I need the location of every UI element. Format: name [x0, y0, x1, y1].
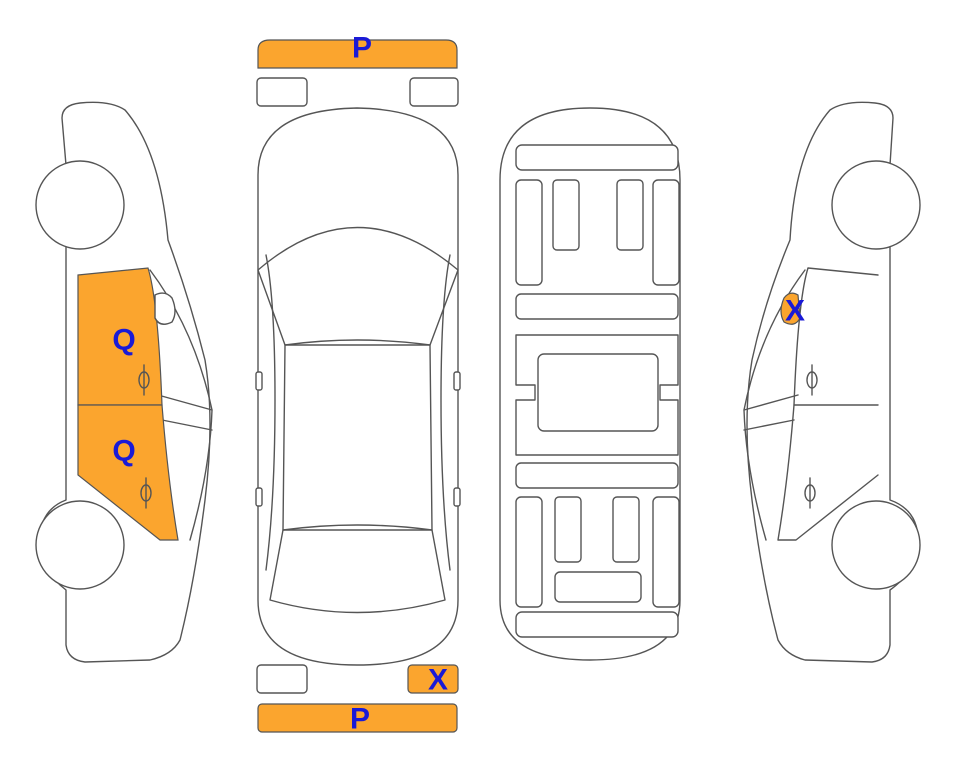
front-bumper-marker: P: [352, 32, 372, 65]
left-front-door-handle: [138, 364, 150, 396]
left-front-wheel: [35, 160, 125, 250]
top-view-left-side-line: [265, 254, 276, 571]
underbody-rear-left-inner: [554, 496, 582, 563]
right-side-belt-line: [743, 394, 799, 431]
underbody-front-right-inner: [616, 179, 644, 251]
underbody-outline: [499, 107, 681, 661]
left-side-view: Q Q: [35, 101, 213, 663]
rear-left-lamp: [256, 664, 308, 694]
underbody-front-right-rail: [652, 179, 680, 286]
top-view-roof: [282, 344, 433, 531]
underbody-front-left-rail: [515, 179, 543, 286]
left-rear-door-handle: [140, 477, 152, 509]
left-front-door-marker: Q: [112, 324, 135, 357]
right-mirror-panel: [780, 292, 801, 325]
right-side-rear-door: [777, 404, 879, 541]
underbody-mid-crossmember: [515, 293, 679, 320]
underbody-front-crossmember: [515, 144, 679, 171]
top-view-body-outline: [257, 107, 459, 666]
right-side-front-door: [793, 267, 879, 406]
underbody-view: [499, 107, 681, 661]
front-bumper-panel: [257, 39, 458, 69]
right-rear-wheel: [831, 500, 921, 590]
underbody-rear-crossmember-end: [515, 611, 679, 638]
left-rear-door-panel: [77, 404, 179, 541]
top-view-right-mirror: [453, 371, 461, 391]
front-right-lamp: [409, 77, 459, 107]
rear-bumper-panel: [257, 703, 458, 733]
underbody-rear-left-rail: [515, 496, 543, 608]
right-mirror-marker: X: [785, 295, 805, 328]
right-rear-door-handle: [804, 477, 816, 509]
top-view-windshield: [257, 226, 459, 346]
left-side-belt-line: [157, 394, 213, 431]
right-front-door-handle: [806, 364, 818, 396]
underbody-center-pan: [537, 353, 659, 432]
underbody-front-left-inner: [552, 179, 580, 251]
underbody-rear-right-inner: [612, 496, 640, 563]
rear-bumper-marker: P: [350, 703, 370, 736]
top-view-right-side-line: [440, 254, 451, 571]
top-view-right-rear-handle: [453, 487, 461, 507]
left-side-body-outline: [39, 101, 211, 663]
front-left-lamp: [256, 77, 308, 107]
left-mirror: [154, 292, 176, 325]
underbody-rear-right-rail: [652, 496, 680, 608]
top-view-rear-window: [269, 524, 446, 614]
underbody-rear-crossmember: [515, 462, 679, 489]
top-view-left-mirror: [255, 371, 263, 391]
top-view-left-rear-handle: [255, 487, 263, 507]
rear-right-lamp-marker: X: [428, 664, 448, 697]
rear-right-lamp-panel: [407, 664, 459, 694]
right-side-view: X: [743, 101, 921, 663]
underbody-floor-frame: [515, 334, 679, 456]
left-rear-wheel: [35, 500, 125, 590]
right-side-body-outline: [746, 101, 919, 663]
left-rear-door-marker: Q: [112, 435, 135, 468]
top-view: P X P: [255, 32, 461, 736]
underbody-rear-tank: [554, 571, 642, 603]
right-front-wheel: [831, 160, 921, 250]
